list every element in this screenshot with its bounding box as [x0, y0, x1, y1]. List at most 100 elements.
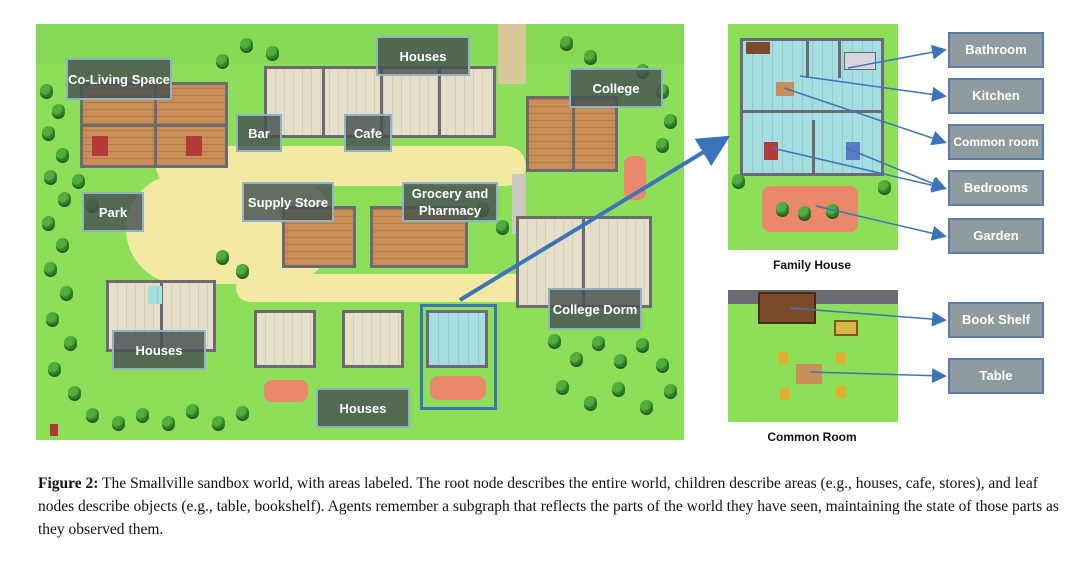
- figure-caption-text: The Smallville sandbox world, with areas…: [38, 475, 1059, 538]
- interior-wall: [740, 110, 884, 113]
- label-houses-top: Houses: [376, 36, 470, 76]
- tree: [240, 38, 253, 51]
- tree: [560, 36, 573, 49]
- tree: [86, 408, 99, 421]
- tree: [556, 380, 569, 393]
- house-bottom-2: [342, 310, 404, 368]
- tree: [212, 416, 225, 429]
- garden-patch: [264, 380, 308, 402]
- label-book-shelf: Book Shelf: [948, 302, 1044, 338]
- pointer-bedrooms-2: [845, 147, 947, 191]
- tree: [614, 354, 627, 367]
- bed: [764, 142, 778, 160]
- bookshelf: [758, 292, 816, 324]
- tree: [236, 264, 249, 277]
- garden-patch: [430, 376, 486, 400]
- tree: [56, 148, 69, 161]
- tree: [584, 50, 597, 63]
- label-college-dorm: College Dorm: [548, 288, 642, 330]
- tree: [612, 382, 625, 395]
- label-bedrooms: Bedrooms: [948, 170, 1044, 206]
- interior-wall: [806, 38, 809, 78]
- tree: [60, 286, 73, 299]
- interior-wall: [154, 82, 157, 168]
- tree: [656, 138, 669, 151]
- pointer-book-shelf: [789, 307, 947, 327]
- tree: [878, 180, 891, 193]
- figure-caption-label: Figure 2:: [38, 475, 99, 492]
- tree: [664, 384, 677, 397]
- house-bottom-1: [254, 310, 316, 368]
- smallville-map: Co-Living Space Houses College Bar Cafe …: [36, 24, 684, 440]
- interior-wall: [380, 66, 383, 138]
- chair: [836, 352, 846, 364]
- interior-wall: [812, 120, 815, 176]
- label-houses-left: Houses: [112, 330, 206, 370]
- tree: [732, 174, 745, 187]
- pointer-garden: [815, 205, 947, 241]
- tree: [664, 114, 677, 127]
- label-houses-bottom: Houses: [316, 388, 410, 428]
- family-house-highlight: [420, 304, 497, 410]
- label-bar: Bar: [236, 114, 282, 152]
- bathroom-tub: [844, 52, 876, 70]
- label-bathroom: Bathroom: [948, 32, 1044, 68]
- tree: [640, 400, 653, 413]
- tree: [112, 416, 125, 429]
- house-bottom-3: [426, 310, 488, 368]
- interior-wall: [322, 66, 325, 138]
- tree: [584, 396, 597, 409]
- bed-furniture: [186, 136, 202, 156]
- interior-wall: [572, 96, 575, 172]
- tree: [636, 338, 649, 351]
- tree: [40, 84, 53, 97]
- interior-wall: [582, 216, 585, 308]
- tree: [236, 406, 249, 419]
- common-room-caption: Common Room: [767, 430, 857, 444]
- pointer-bathroom: [847, 44, 947, 69]
- label-common-room: Common room: [948, 124, 1044, 160]
- tree: [548, 334, 561, 347]
- tree: [216, 54, 229, 67]
- zoom-arrow: [458, 135, 731, 302]
- tree: [136, 408, 149, 421]
- grass-patch: [36, 24, 684, 64]
- label-table: Table: [948, 358, 1044, 394]
- tree: [72, 174, 85, 187]
- label-garden: Garden: [948, 218, 1044, 254]
- interior-wall: [160, 280, 163, 352]
- pointer-kitchen: [799, 75, 947, 102]
- tree: [44, 170, 57, 183]
- door-marker: [50, 424, 58, 436]
- label-park: Park: [82, 192, 144, 232]
- bathroom-tile: [148, 286, 162, 304]
- tree: [46, 312, 59, 325]
- tree: [42, 216, 55, 229]
- tree: [58, 192, 71, 205]
- tree: [216, 250, 229, 263]
- tree: [48, 362, 61, 375]
- tree: [656, 358, 669, 371]
- tree: [162, 416, 175, 429]
- pointer-common-room: [783, 87, 947, 146]
- dirt-road: [498, 24, 526, 84]
- tree: [592, 336, 605, 349]
- common-room-inset: [728, 290, 898, 422]
- tree: [266, 46, 279, 59]
- kitchen-shelf: [746, 42, 770, 54]
- tree: [798, 206, 811, 219]
- tree: [186, 404, 199, 417]
- tree: [68, 386, 81, 399]
- label-coliving-space: Co-Living Space: [66, 58, 172, 100]
- tree: [52, 104, 65, 117]
- label-supply-store: Supply Store: [242, 182, 334, 222]
- pointer-bedrooms-1: [771, 147, 947, 193]
- chair: [836, 386, 846, 398]
- label-kitchen: Kitchen: [948, 78, 1044, 114]
- label-cafe: Cafe: [344, 114, 392, 152]
- table: [796, 364, 822, 384]
- chair: [780, 388, 790, 400]
- tree: [64, 336, 77, 349]
- label-grocery-pharmacy: Grocery and Pharmacy: [402, 182, 498, 222]
